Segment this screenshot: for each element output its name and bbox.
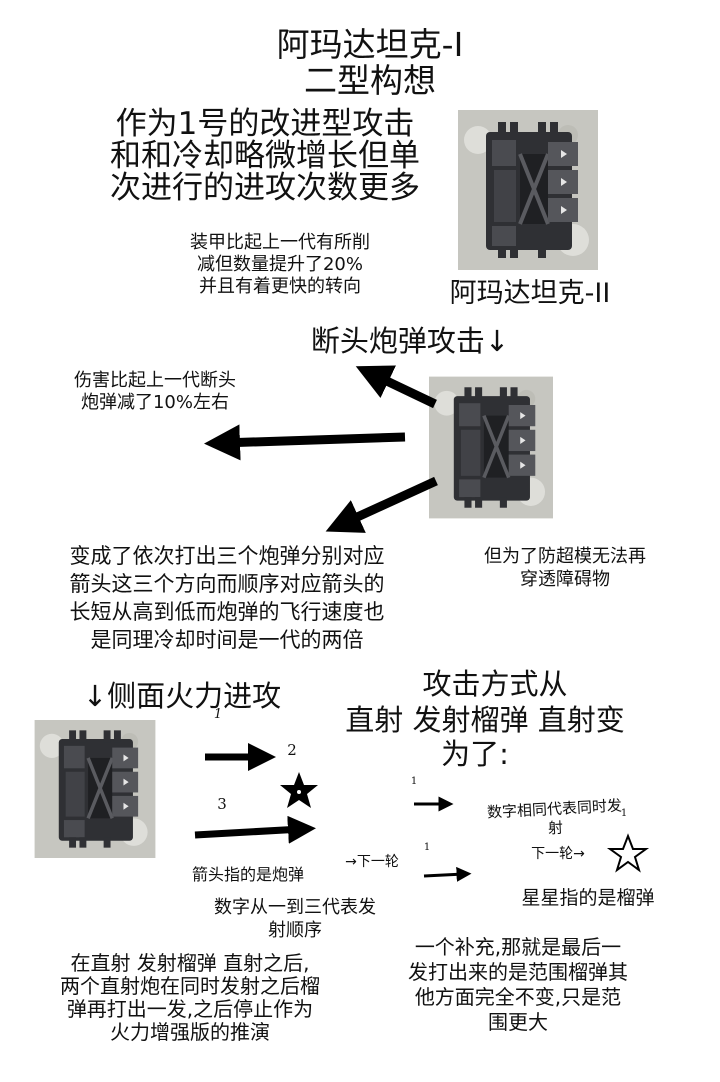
star-legend: 星星指的是榴弹 — [521, 887, 655, 909]
star-icon-outline — [606, 833, 650, 873]
sequence-number-2: 2 — [287, 741, 297, 759]
attack-mode-line-1: 攻击方式从 — [422, 667, 568, 701]
shell-arrow-up-left — [355, 365, 437, 409]
sequence-number-small-b: 1 — [423, 842, 431, 853]
tank-name: 阿玛达坦克-II — [449, 278, 611, 309]
attack-mode-line-2: 直射 发射榴弹 直射变 — [345, 703, 625, 737]
noclip-note: 但为了防超模无法再 穿透障碍物 — [484, 546, 646, 590]
damage-note: 伤害比起上一代断头 炮弹减了10%左右 — [74, 370, 236, 413]
sequence-number-3: 3 — [217, 795, 227, 813]
section-side-fire: ↓侧面火力进攻 — [82, 679, 282, 713]
next-round-label-a: →下一轮 — [345, 854, 399, 870]
sequence-number-small-a: 1 — [410, 776, 418, 787]
intro-text: 作为1号的改进型攻击 和和冷却略微增长但单 次进行的进攻次数更多 — [110, 106, 420, 206]
fire-pattern-text: 变成了依次打出三个炮弹分别对应 箭头这三个方向而顺序对应箭头的 长短从高到低而炮… — [69, 544, 385, 652]
supplement-text: 一个补充,那就是最后一 发打出来的是范围榴弹其 他方面完全不变,只是范 围更大 — [408, 935, 628, 1034]
sequence-number-1: 1 — [213, 707, 223, 722]
next-round-label-b: 下一轮→ — [531, 846, 585, 862]
section-shell-attack: 断头炮弹攻击↓ — [310, 324, 510, 358]
title-line-2: 二型构想 — [304, 61, 436, 100]
shell-arrow-left — [204, 424, 406, 461]
arrow-legend: 箭头指的是炮弹 — [191, 865, 304, 884]
order-note: 数字从一到三代表发 射顺序 — [214, 897, 376, 941]
sequence-number-small-c: 1 — [620, 808, 628, 819]
title-line-1: 阿玛达坦克-I — [276, 25, 464, 64]
shell-arrow-down-left — [325, 476, 438, 533]
attack-mode-line-3: 为了: — [441, 737, 509, 771]
side-arrow-small-b — [423, 866, 472, 882]
armor-note: 装甲比起上一代有所削 减但数量提升了20% 并且有着更快的转向 — [190, 232, 370, 297]
final-sequence-text: 在直射 发射榴弹 直射之后, 两个直射炮在同时发射之后榴 弹再打出一发,之后停止… — [60, 951, 320, 1044]
side-arrow-3 — [194, 815, 316, 844]
